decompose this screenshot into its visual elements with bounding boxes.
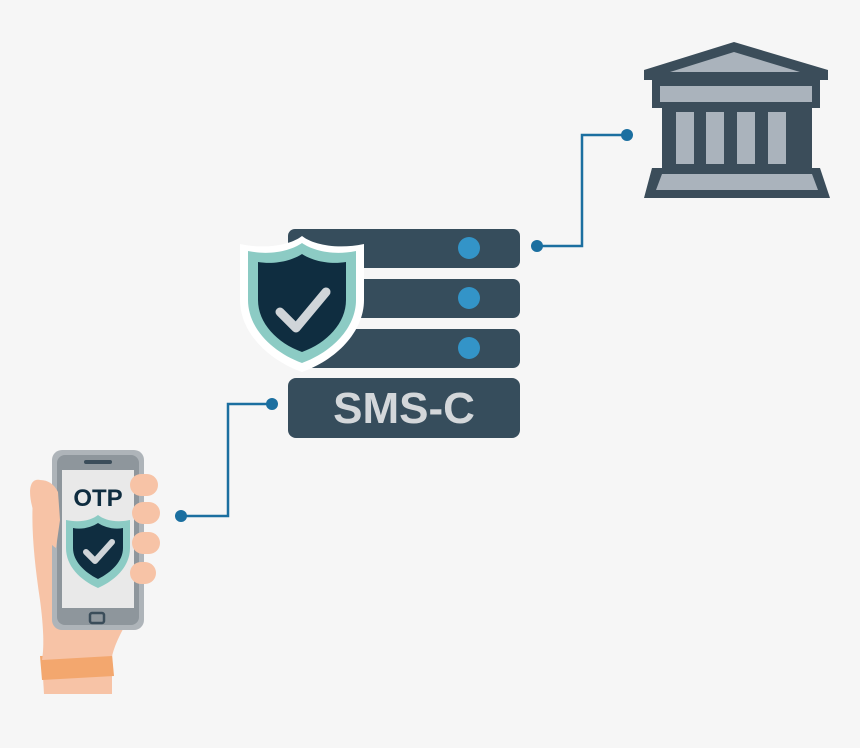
shield-check-icon: [240, 236, 364, 372]
phone-speaker: [84, 460, 112, 464]
thumb: [30, 479, 60, 548]
wrist-band: [40, 654, 114, 680]
server-label-panel: [288, 378, 520, 438]
bank-icon: [644, 42, 830, 198]
server-led-2: [458, 287, 480, 309]
server-label: SMS-C: [333, 384, 475, 433]
finger-4: [130, 562, 156, 584]
server-led-3: [458, 337, 480, 359]
phone-otp-label: OTP: [73, 485, 122, 512]
finger-3: [132, 532, 160, 554]
phone-icon: OTP: [30, 450, 160, 694]
finger-2: [132, 502, 160, 524]
finger-1: [130, 474, 158, 496]
phone-shield-icon: [66, 515, 130, 588]
connector-phone-to-smsc: [175, 398, 278, 522]
connector-smsc-to-bank: [531, 129, 633, 252]
server-led-1: [458, 237, 480, 259]
phone-home-button: [88, 611, 106, 625]
